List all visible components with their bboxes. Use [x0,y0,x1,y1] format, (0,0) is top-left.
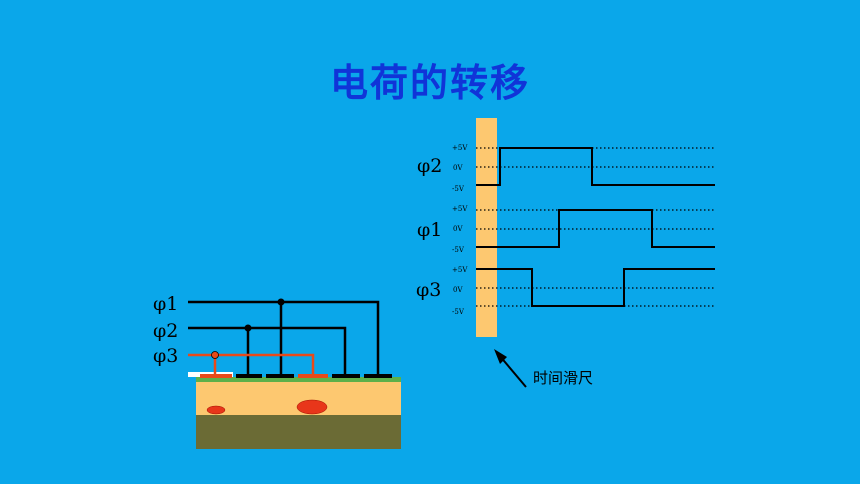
phi2-level-minus5v: -5V [452,185,465,193]
slider-caption: 时间滑尺 [533,369,593,387]
phi1-waveform [476,209,715,248]
timing-label-phi1: φ1 [417,219,442,241]
phi3-waveform [476,268,715,307]
oxide-layer [196,377,401,382]
phi3-level-0v: 0V [453,286,463,294]
slider-arrow-head [494,349,507,364]
phi1-level-minus5v: -5V [452,246,465,254]
time-slider[interactable] [476,118,497,337]
phi3-level-plus5v: +5V [452,266,468,274]
page-title: 电荷的转移 [329,61,530,105]
phi3-bus-wire [188,353,315,376]
phi3-junction-dot [211,351,219,359]
phi1-level-plus5v: +5V [452,205,468,213]
phi3-level-minus5v: -5V [452,308,465,316]
timing-label-phi3: φ3 [416,279,441,301]
device-label-phi2: φ2 [153,320,178,342]
phi2-waveform [476,147,715,186]
phi2-junction-dot [244,324,252,332]
charge-packet-large [296,399,328,415]
charge-packet-small [206,405,226,415]
device-label-phi3: φ3 [153,345,178,367]
phi2-level-plus5v: +5V [452,144,468,152]
device-label-phi1: φ1 [153,293,178,315]
phi2-bus-wire [188,326,347,376]
substrate-layer [196,414,401,449]
phi2-level-0v: 0V [453,164,463,172]
phi1-level-0v: 0V [453,225,463,233]
phi1-bus-wire [188,300,380,376]
timing-label-phi2: φ2 [417,155,442,177]
phi1-junction-dot [277,298,285,306]
